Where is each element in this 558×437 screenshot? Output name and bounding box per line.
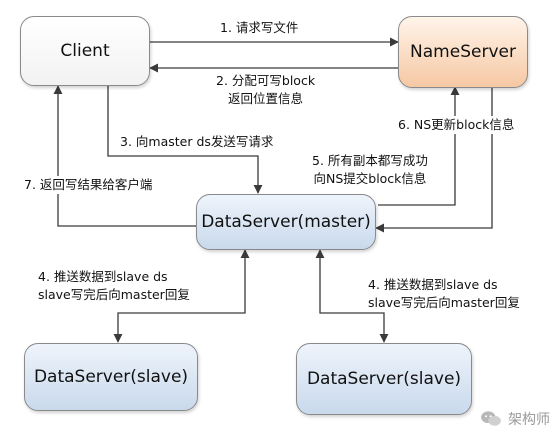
edge-7-return-result (53, 85, 196, 227)
edge-6-update-block (375, 87, 493, 233)
edge-3-send-write-request (107, 84, 263, 194)
step-4-left-label: 4. 推送数据到slave ds slave写完后向master回复 (36, 268, 192, 304)
step-5-line-1: 5. 所有副本都写成功 (312, 153, 428, 168)
step-2-label: 2. 分配可写block 返回位置信息 (214, 72, 318, 108)
edge-4-push-left (113, 249, 250, 343)
step-2-line-2: 返回位置信息 (228, 91, 304, 106)
step-7-label: 7. 返回写结果给客户端 (22, 176, 155, 194)
slave-dataserver-left-label: DataServer(slave) (33, 367, 189, 387)
slave-dataserver-right-node: DataServer(slave) (296, 343, 472, 415)
slave-dataserver-left-node: DataServer(slave) (24, 343, 198, 411)
step-4-right-line-2: slave写完后向master回复 (368, 295, 520, 310)
step-4-right-line-1: 4. 推送数据到slave ds (368, 277, 498, 292)
step-3-label: 3. 向master ds发送写请求 (118, 133, 276, 151)
wechat-icon (481, 411, 501, 426)
master-dataserver-node: DataServer(master) (196, 194, 376, 250)
watermark: 架构师 (480, 409, 550, 429)
client-node: Client (20, 16, 150, 86)
nameserver-node: NameServer (398, 16, 528, 88)
step-2-line-1: 2. 分配可写block (216, 73, 316, 88)
slave-dataserver-right-label: DataServer(slave) (306, 369, 462, 389)
client-label: Client (60, 41, 110, 61)
edge-4-push-right (315, 249, 389, 343)
step-5-line-2: 向NS提交block信息 (313, 171, 427, 186)
step-4-left-line-1: 4. 推送数据到slave ds (38, 269, 168, 284)
nameserver-label: NameServer (410, 42, 516, 62)
step-5-label: 5. 所有副本都写成功 向NS提交block信息 (310, 152, 430, 188)
step-4-left-line-2: slave写完后向master回复 (38, 287, 190, 302)
step-1-label: 1. 请求写文件 (218, 19, 301, 37)
watermark-text: 架构师 (508, 412, 550, 428)
master-dataserver-label: DataServer(master) (201, 212, 371, 232)
step-6-label: 6. NS更新block信息 (396, 116, 517, 134)
step-4-right-label: 4. 推送数据到slave ds slave写完后向master回复 (366, 276, 522, 312)
